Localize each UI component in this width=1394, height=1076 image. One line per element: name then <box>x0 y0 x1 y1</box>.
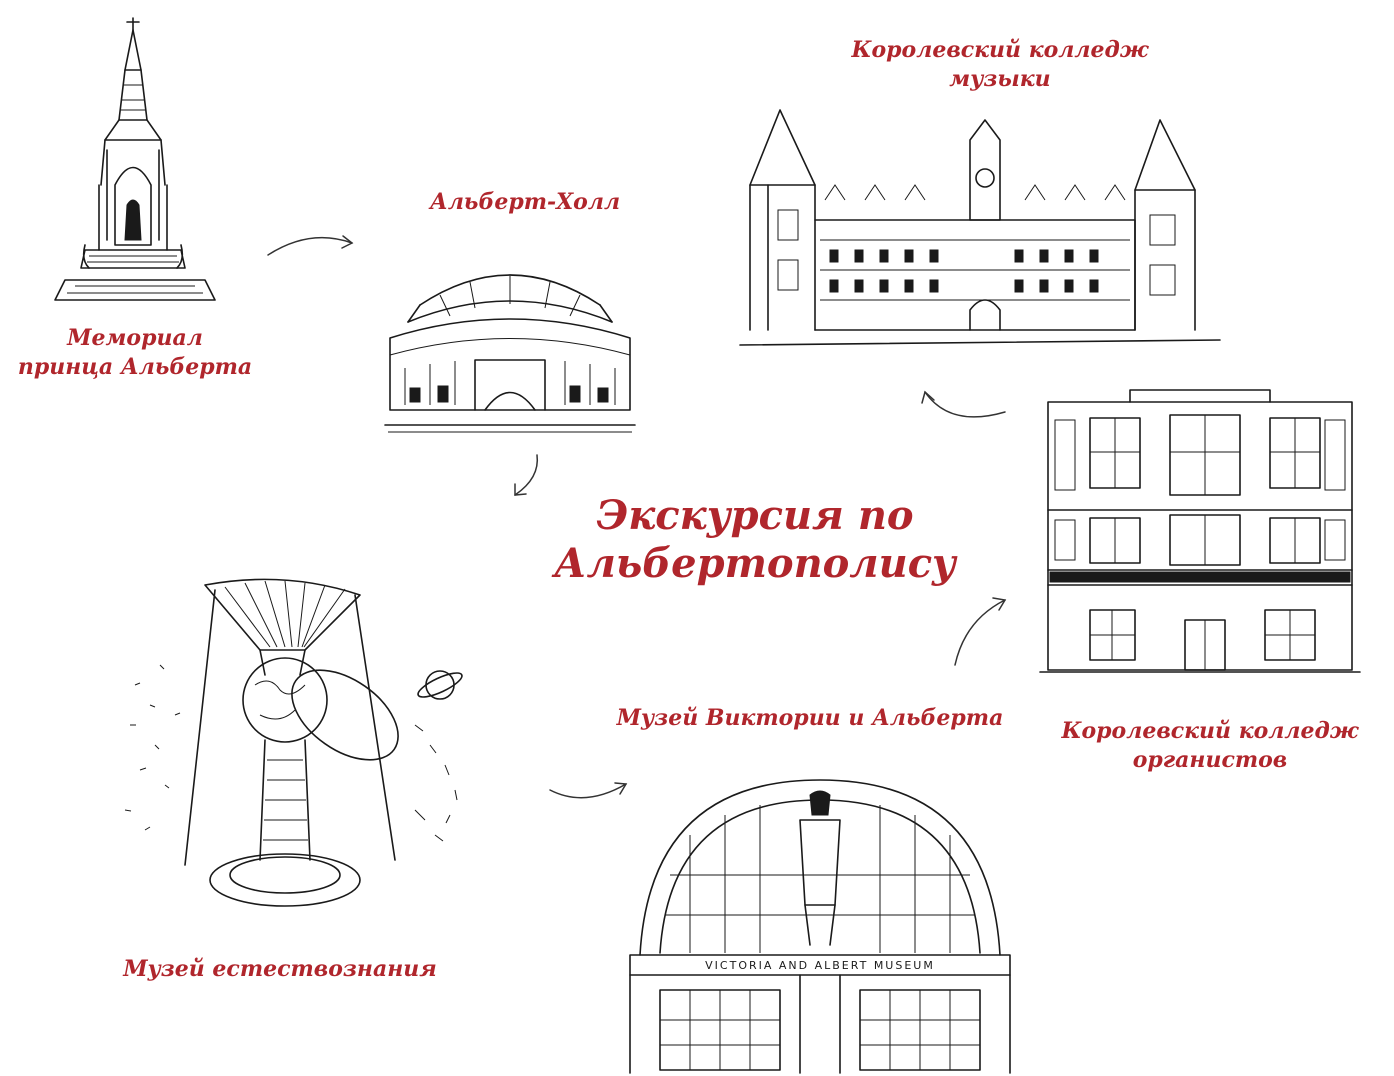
arrow-organists-to-music <box>925 392 1005 417</box>
arrow-nhm-to-va <box>550 784 626 798</box>
label-natural-history-museum: Музей естествознания <box>123 956 437 982</box>
tour-title: Экскурсия по Альбертополису <box>554 492 956 587</box>
label-royal-college-music: Королевский колледж музыки <box>851 37 1149 92</box>
arrow-memorial-to-hall <box>268 238 352 255</box>
albert-hall-drawing <box>380 260 640 440</box>
label-royal-college-organists: Королевский колледж органистов <box>1061 718 1359 773</box>
arrow-va-to-organists <box>955 600 1005 665</box>
label-albert-hall: Альберт-Холл <box>429 189 621 215</box>
royal-college-music-drawing <box>740 90 1220 355</box>
albert-memorial-drawing <box>55 10 225 310</box>
label-va-museum: Музей Виктории и Альберта <box>616 705 1004 731</box>
royal-college-organists-drawing <box>1040 390 1360 680</box>
va-facade-inscription: VICTORIA AND ALBERT MUSEUM <box>705 959 935 972</box>
natural-history-museum-drawing <box>115 575 495 920</box>
va-museum-drawing: VICTORIA AND ALBERT MUSEUM <box>630 775 1010 1075</box>
arrow-hall-to-nhm <box>515 455 537 495</box>
label-albert-memorial: Мемориал принца Альберта <box>17 325 253 380</box>
